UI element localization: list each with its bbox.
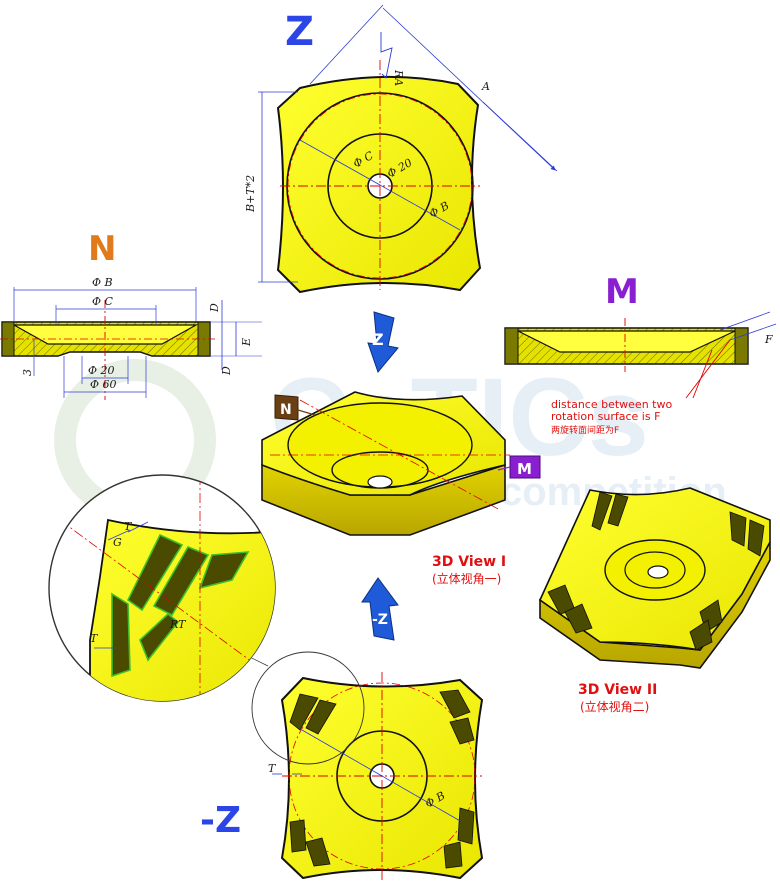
z-view-dim-b-plus-t2: B+T*2 (244, 175, 257, 213)
view1-title-cn: (立体视角一) (432, 571, 501, 586)
neg-z-view-dim-t: T (268, 762, 277, 775)
note-line2: rotation surface is F (551, 410, 660, 423)
m-view-dim-f: F (764, 333, 773, 346)
n-view-dim-phi-c: Φ C (92, 295, 114, 308)
3d-view-2: 3D View II (立体视角二) (538, 487, 771, 714)
neg-z-view: -Z Φ B T (200, 639, 484, 880)
view2-title: 3D View II (578, 682, 657, 698)
n-view-dim-three: 3 (21, 369, 34, 376)
z-view-diag-dim (299, 139, 461, 231)
n-view-dim-d-bottom: D (220, 366, 233, 376)
n-view-dim-phi-60: Φ 60 (90, 378, 117, 391)
detail-dim-g: G (113, 536, 122, 549)
3d-view-1: N M 3D View I (立体视角一) (261, 391, 541, 586)
detail-dim-t-top: T (124, 520, 133, 533)
note-cn: 两旋转面间距为F (551, 424, 619, 436)
n-view-label: N (88, 229, 116, 269)
3d-view-2-hole (647, 565, 669, 579)
detail-dim-t-left: T (90, 632, 99, 645)
neg-z-arrow-label: -Z (372, 612, 388, 628)
m-view-label: M (605, 272, 639, 312)
3d-view-1-bowl (287, 402, 473, 488)
neg-z-view-pockets (289, 689, 475, 869)
z-view-dim-ra: RA (392, 69, 405, 86)
3d-view-2-pockets (547, 491, 765, 651)
n-view-dim-d-top: D (208, 303, 221, 313)
neg-z-view-detail-ring (251, 651, 365, 765)
m-view: M F distance between two rotation surfac… (504, 272, 777, 436)
flag-m: M (517, 460, 532, 478)
view1-title: 3D View I (432, 554, 506, 570)
neg-z-direction-arrow: -Z (361, 577, 399, 641)
z-arrow-label: Z (372, 330, 384, 349)
detail-dim-rt: RT (169, 618, 187, 631)
n-view-dim-e: E (240, 338, 253, 347)
z-direction-arrow: Z (367, 311, 399, 374)
flag-n: N (280, 402, 292, 418)
z-view-label: Z (285, 9, 314, 55)
detail-view: G T T RT (48, 474, 276, 702)
3d-view-1-hole (367, 475, 393, 489)
z-view-dim-a: A (481, 80, 490, 93)
3d-view-2-side (539, 541, 771, 669)
note-line1: distance between two (551, 398, 672, 411)
n-view-dim-phi-b: Φ B (92, 276, 113, 289)
neg-z-view-label: -Z (200, 800, 241, 841)
n-view: N Φ B Φ C D E D 3 Φ 20 Φ 60 (0, 229, 262, 400)
n-view-dim-phi-20: Φ 20 (88, 364, 115, 377)
z-view: Z A RA B+T*2 Φ C Φ 20 Φ B (244, 4, 558, 294)
view2-title-cn: (立体视角二) (580, 699, 649, 714)
